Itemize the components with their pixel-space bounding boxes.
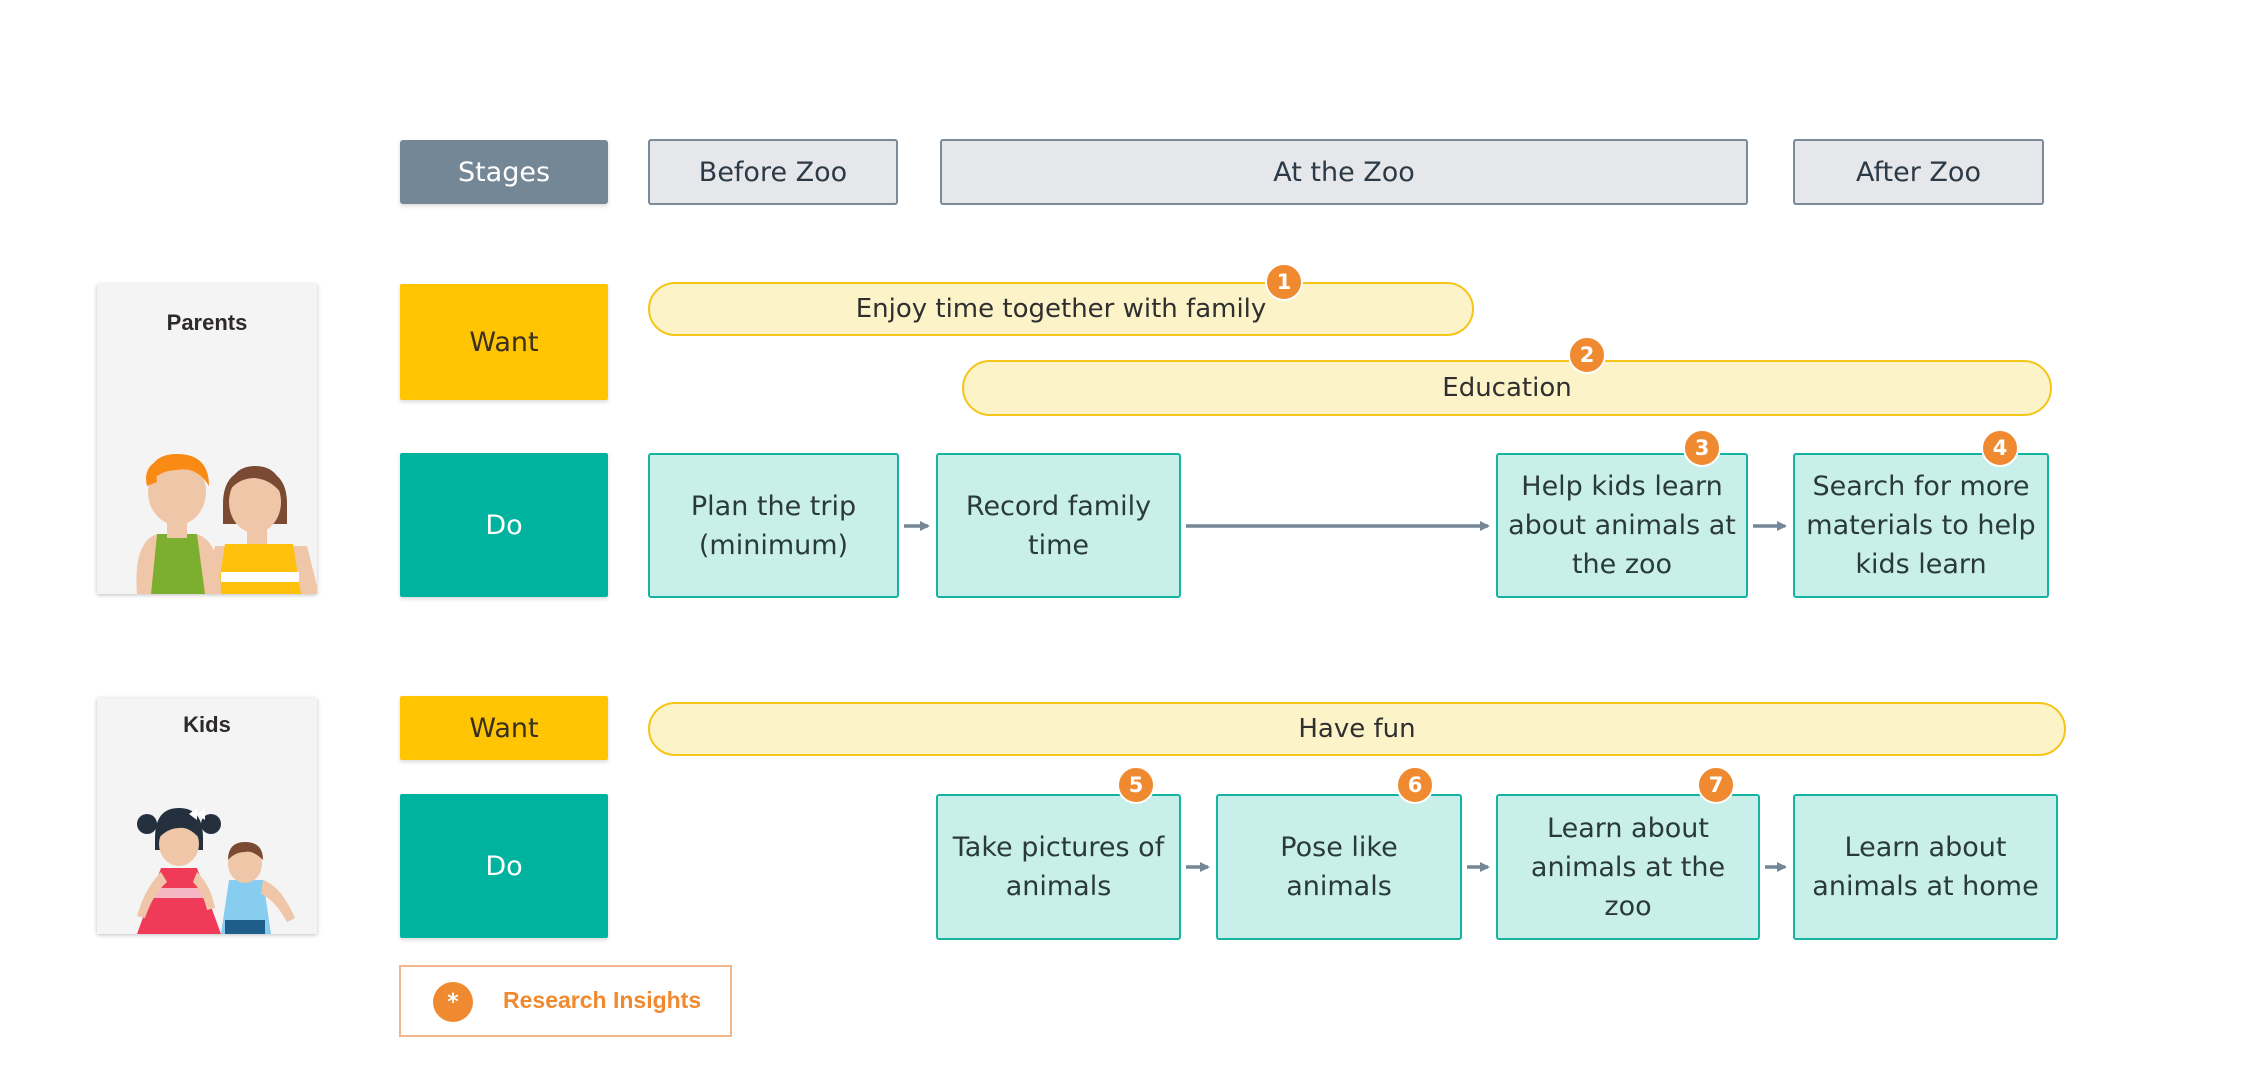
persona-title-parents: Parents [166, 310, 248, 335]
stage-at-the-zoo: At the Zoo [940, 139, 1748, 205]
kids-step-pose-like-animals: Pose like animals [1216, 794, 1462, 940]
legend-label: Research Insights [503, 987, 702, 1013]
parents-want-label: Want [400, 284, 608, 400]
parents-illustration-icon [136, 454, 317, 594]
persona-title-kids: Kids [183, 712, 231, 737]
insight-badge-4: 4 [1981, 429, 2019, 467]
kids-step-learn-at-zoo: Learn about animals at the zoo [1496, 794, 1760, 940]
kids-illustration-icon [137, 808, 295, 934]
research-insights-legend: * Research Insights [399, 965, 732, 1037]
kids-want-label: Want [400, 696, 608, 760]
insight-badge-7: 7 [1697, 766, 1735, 804]
parents-do-label: Do [400, 453, 608, 597]
insight-badge-2: 2 [1568, 336, 1606, 374]
insight-badge-5: 5 [1117, 766, 1155, 804]
insight-badge-1: 1 [1265, 263, 1303, 301]
kids-want-have-fun: Have fun [648, 702, 2066, 756]
stages-header: Stages [400, 140, 608, 204]
parents-want-education: Education [962, 360, 2052, 416]
stage-before-zoo: Before Zoo [648, 139, 898, 205]
stage-after-zoo: After Zoo [1793, 139, 2044, 205]
kids-do-label: Do [400, 794, 608, 938]
parents-step-help-kids-learn: Help kids learn about animals at the zoo [1496, 453, 1748, 598]
kids-step-take-pictures: Take pictures of animals [936, 794, 1181, 940]
persona-card-parents: Parents [97, 284, 317, 594]
parents-step-plan-trip: Plan the trip (minimum) [648, 453, 899, 598]
parents-step-record-family: Record family time [936, 453, 1181, 598]
insight-badge-3: 3 [1683, 429, 1721, 467]
kids-step-learn-at-home: Learn about animals at home [1793, 794, 2058, 940]
parents-step-search-materials: Search for more materials to help kids l… [1793, 453, 2049, 598]
parents-want-family-time: Enjoy time together with family [648, 282, 1474, 336]
insight-badge-6: 6 [1396, 766, 1434, 804]
insight-legend-icon: * [433, 982, 473, 1022]
persona-card-kids: Kids [97, 698, 317, 934]
